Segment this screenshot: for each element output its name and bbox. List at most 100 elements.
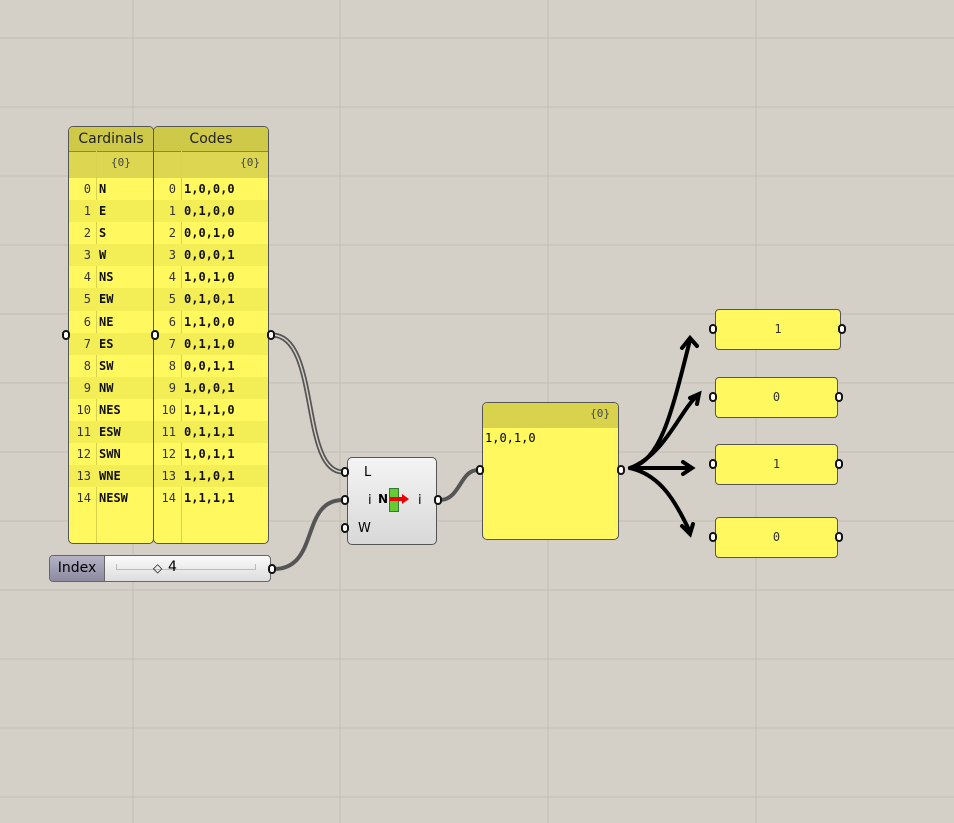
item-value: 1,1,0,1 [184,469,235,484]
item-value: NES [99,402,121,417]
item-index: 8 [83,358,91,373]
output-panel-1[interactable]: 1 [715,309,841,350]
item-index: 6 [83,314,91,329]
slider-track[interactable] [116,564,256,570]
item-index: 1 [83,204,91,219]
item-value: NESW [99,491,128,506]
port[interactable] [835,532,843,542]
item-value: 1,0,1,0 [184,270,235,285]
item-index: 12 [76,447,91,462]
item-index: 14 [76,491,91,506]
port-L[interactable] [341,467,349,477]
result-panel[interactable]: {0} 1,0,1,0 [482,402,619,540]
port[interactable] [835,459,843,469]
item-index: 2 [83,226,91,241]
list-item: 8 SW [69,355,153,377]
item-value: 0,0,1,0 [184,226,235,241]
index-slider[interactable]: Index ◇ 4 [49,555,271,582]
panel-title: Cardinals [69,127,153,152]
item-value: 1,1,1,1 [184,491,235,506]
item-value: EW [99,292,114,307]
item-index: 10 [161,402,176,417]
slider-value: 4 [168,559,177,575]
port[interactable] [835,392,843,402]
item-index: 11 [76,425,91,440]
item-value: E [99,204,107,219]
item-value: W [99,248,107,263]
slider-label: Index [50,556,105,581]
port[interactable] [709,459,717,469]
list-item: 14 1,1,1,1 [154,487,268,509]
list-item: 5 EW [69,288,153,311]
input-L-label: L [364,465,372,480]
port[interactable] [709,324,717,334]
item-index: 3 [168,248,176,263]
item-value: NE [99,314,114,329]
port[interactable] [709,532,717,542]
item-value: 0,0,0,1 [184,248,235,263]
panel-path: {0} [483,403,618,428]
item-index: 9 [83,380,91,395]
item-index: 11 [161,425,176,440]
item-value: SW [99,358,114,373]
item-index: 10 [76,402,91,417]
input-W-label: W [358,521,371,536]
wire-comp-to-panel [438,468,480,502]
port-i[interactable] [341,495,349,505]
wire-codes-to-L [269,332,346,475]
output-panel-2[interactable]: 0 [715,377,838,418]
item-index: 12 [161,447,176,462]
list-item-component[interactable]: L i W N i [347,457,437,545]
item-index: 4 [83,270,91,285]
hand-drawn-arrows [628,334,702,538]
list-item-icon: N [378,488,412,512]
port[interactable] [709,392,717,402]
panel-value: 1,0,1,0 [485,431,536,445]
cardinals-output-port[interactable] [151,330,159,340]
port[interactable] [838,324,846,334]
item-index: 0 [83,182,91,196]
item-value: 1,1,0,0 [184,314,235,329]
result-output-port[interactable] [617,465,625,475]
port-output-i[interactable] [434,495,442,505]
cardinals-input-port[interactable] [62,330,70,340]
item-value: N [99,182,107,196]
output-panel-3[interactable]: 1 [715,444,838,485]
item-index: 8 [168,358,176,373]
result-input-port[interactable] [476,465,484,475]
item-value: 0,0,1,1 [184,358,235,373]
item-index: 9 [168,380,176,395]
item-value: ESW [99,425,121,440]
item-index: 2 [168,226,176,241]
item-index: 5 [83,292,91,307]
list-item: 8 0,0,1,1 [154,355,268,377]
port-W[interactable] [341,523,349,533]
item-index: 14 [161,491,176,506]
slider-output-port[interactable] [268,564,276,574]
output-panel-4[interactable]: 0 [715,517,838,558]
item-value: S [99,226,107,241]
codes-output-port[interactable] [267,330,275,340]
item-value: 1,0,0,0 [184,182,235,196]
slider-handle-icon[interactable]: ◇ [153,561,163,575]
item-value: 1,0,0,1 [184,380,235,395]
item-index: 1 [168,204,176,219]
panel-path: {0} [154,152,268,178]
item-index: 7 [83,336,91,351]
item-value: SWN [99,447,121,462]
